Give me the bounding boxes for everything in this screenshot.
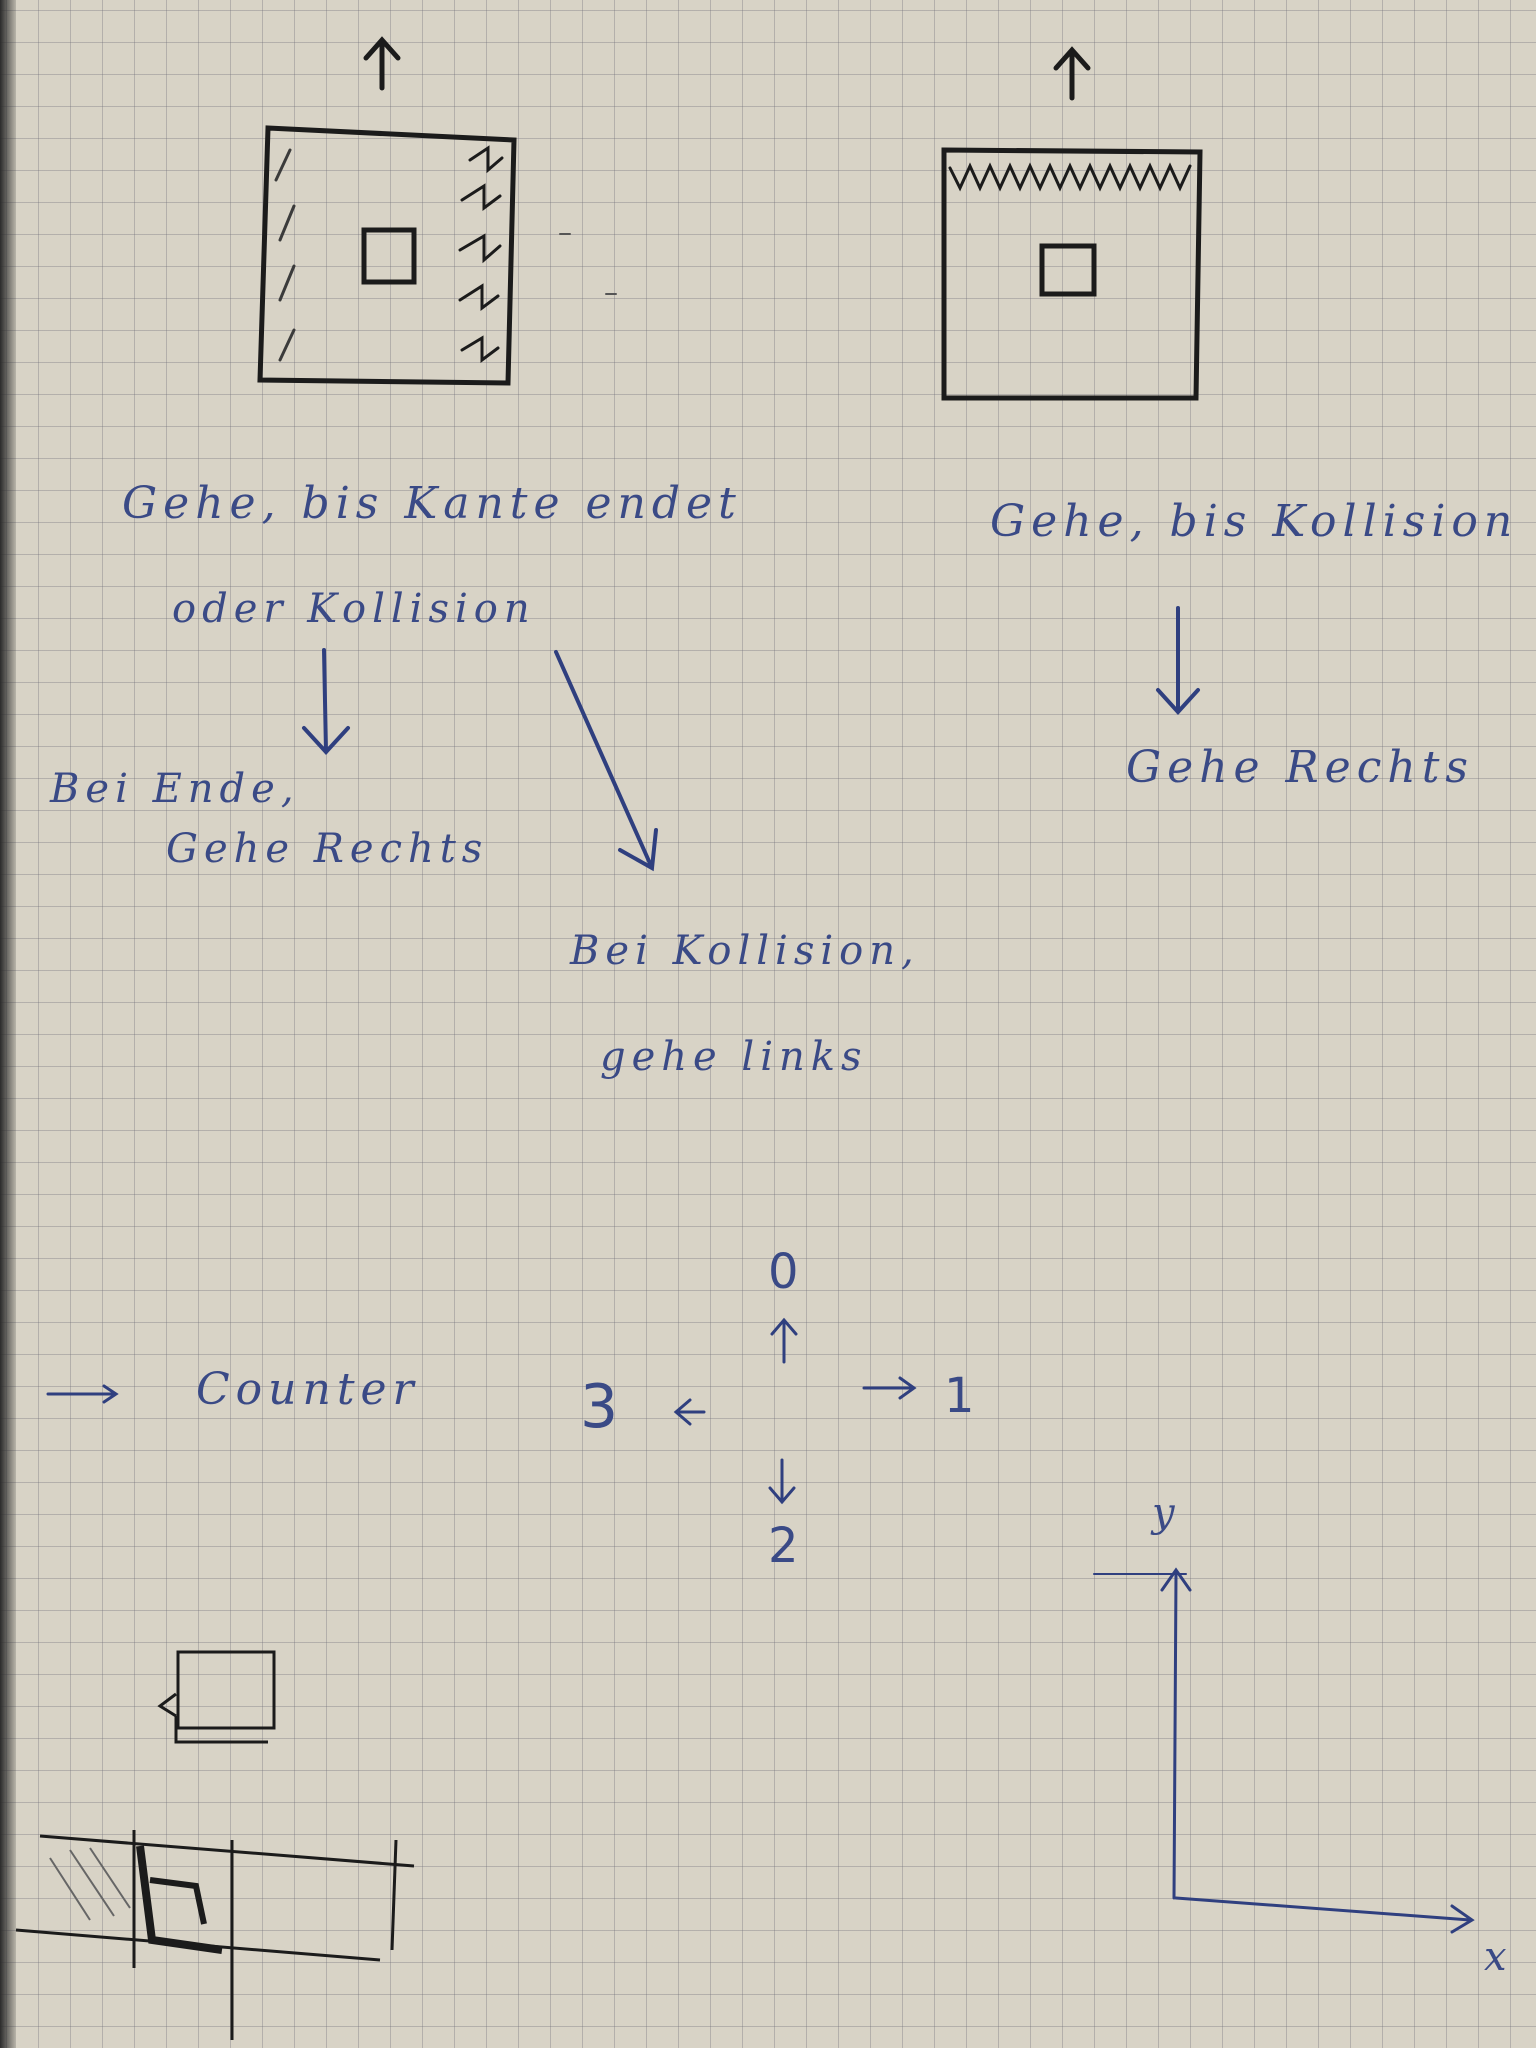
- direction-up-label: 0: [768, 1244, 799, 1300]
- small-box-sketch: [157, 1650, 276, 1744]
- arrow-counter-icon: [46, 1384, 119, 1404]
- collision-branch-line2: gehe links: [600, 1034, 868, 1080]
- corner-grid-sketch: [15, 1830, 415, 2040]
- arrow-left-icon: [673, 1398, 706, 1426]
- y-axis-line: [1160, 1567, 1192, 1900]
- notebook-binding-shadow: [0, 0, 16, 2048]
- direction-down-label: 2: [768, 1518, 799, 1574]
- right-sketch-instruction-line2: Gehe Rechts: [1126, 742, 1474, 793]
- arrow-right-icon: [862, 1376, 917, 1400]
- y-axis-label: y: [1152, 1490, 1175, 1536]
- end-branch-line1: Bei Ende,: [50, 766, 300, 812]
- arrow-to-end-branch: [302, 648, 350, 755]
- right-sketch-instruction-line1: Gehe, bis Kollision: [990, 496, 1519, 547]
- direction-arrows: [46, 1317, 917, 1505]
- left-square-sketch: [257, 36, 617, 386]
- x-axis-line: [1174, 1896, 1475, 1934]
- left-sketch-instruction-line1: Gehe, bis Kante endet: [122, 478, 742, 529]
- x-axis-label: x: [1484, 1934, 1507, 1980]
- flow-arrows: [302, 606, 1200, 872]
- collision-branch-line1: Bei Kollision,: [570, 928, 920, 974]
- arrow-right-sketch-down: [1156, 606, 1200, 715]
- right-square-sketch: [941, 46, 1203, 401]
- coordinate-axes: [1093, 1567, 1475, 1934]
- arrow-up-icon: [770, 1317, 798, 1364]
- end-branch-line2: Gehe Rechts: [166, 826, 489, 872]
- direction-left-label: 3: [580, 1372, 619, 1442]
- counter-label: Counter: [196, 1364, 420, 1415]
- arrow-to-collision-branch: [554, 650, 658, 872]
- direction-right-label: 1: [944, 1368, 975, 1424]
- left-sketch-instruction-line2: oder Kollision: [172, 586, 536, 632]
- arrow-down-icon: [768, 1458, 796, 1505]
